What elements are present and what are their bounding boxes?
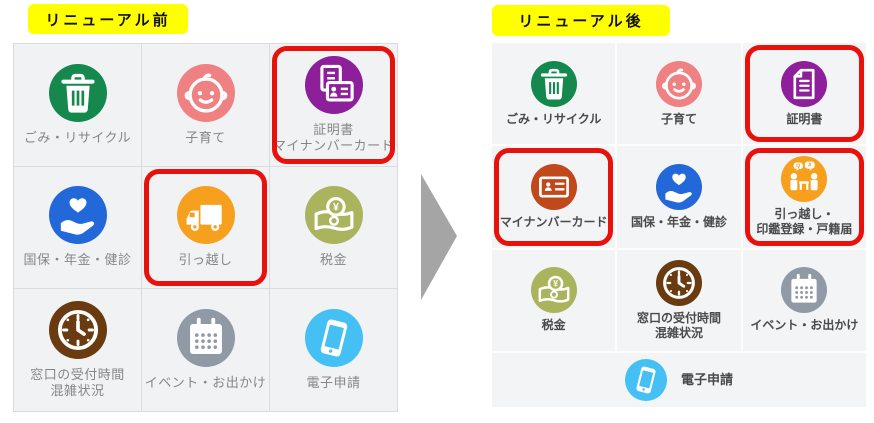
heart-hand-icon	[48, 186, 107, 245]
tile-label: 子育て	[660, 111, 697, 126]
tile-label: 証明書 マイナンバーカード	[272, 121, 395, 153]
money-icon: ¥	[304, 186, 363, 245]
trash-icon	[48, 63, 107, 122]
before-title: リニューアル前	[28, 4, 188, 34]
tile-label: 税金	[541, 318, 566, 333]
tile-event-odekake[interactable]: イベント・お出かけ	[142, 289, 269, 411]
money-icon: ¥	[530, 267, 577, 314]
svg-text:A: A	[808, 163, 812, 169]
trash-icon	[530, 60, 577, 107]
tile-madoguchi-uketsuke-jikan[interactable]: 窓口の受付時間 混雑状況	[617, 249, 741, 351]
tile-label: 引っ越し	[178, 252, 233, 268]
tile-label: 税金	[319, 252, 347, 268]
document-icon	[781, 60, 828, 107]
tile-kosodate[interactable]: 子育て	[142, 44, 269, 166]
tile-label: 窓口の受付時間 混雑状況	[30, 366, 125, 399]
truck-icon	[176, 186, 235, 245]
tile-zeikin[interactable]: ¥ 税金	[270, 166, 397, 289]
baby-icon	[655, 60, 702, 107]
svg-text:¥: ¥	[332, 202, 339, 214]
smartphone-icon	[624, 359, 667, 401]
tile-label: 電子申請	[306, 375, 361, 391]
tile-shomeisho[interactable]: 証明書	[742, 43, 866, 145]
tile-hikkoshi-inkan-koseki[interactable]: Q A 引っ越し・ 印鑑登録・戸籍届	[742, 146, 866, 248]
tile-kokuho-nenkin-kenshin[interactable]: 国保・年金・健診	[14, 166, 141, 289]
heart-hand-icon	[655, 163, 702, 210]
tile-label: マイナンバーカード	[499, 214, 608, 229]
tile-gomi-recycle[interactable]: ごみ・リサイクル	[14, 44, 141, 166]
tile-label: 国保・年金・健診	[23, 252, 132, 268]
tile-kosodate[interactable]: 子育て	[617, 43, 741, 145]
tile-label: ごみ・リサイクル	[505, 111, 602, 126]
clock-icon	[48, 300, 107, 359]
tile-label: 引っ越し・ 印鑑登録・戸籍届	[756, 207, 853, 237]
id-card-icon	[530, 163, 577, 210]
after-panel: ごみ・リサイクル 子育て	[492, 43, 866, 407]
svg-text:¥: ¥	[553, 279, 558, 289]
tile-zeikin[interactable]: ¥ 税金	[492, 249, 616, 351]
tile-denshi-shinsei[interactable]: 電子申請	[492, 353, 866, 407]
svg-text:Q: Q	[796, 164, 800, 170]
smartphone-icon	[304, 309, 363, 368]
tile-mynumber-card[interactable]: マイナンバーカード	[492, 146, 616, 248]
tile-label: イベント・お出かけ	[144, 375, 267, 391]
tile-denshi-shinsei[interactable]: 電子申請	[270, 289, 397, 411]
tile-label: 証明書	[786, 111, 823, 126]
after-title: リニューアル後	[492, 5, 670, 36]
calendar-icon	[781, 267, 828, 314]
tile-label: 窓口の受付時間 混雑状況	[636, 310, 721, 340]
tile-event-odekake[interactable]: イベント・お出かけ	[742, 249, 866, 351]
consultation-desk-icon: Q A	[781, 156, 828, 203]
certificate-mynumber-icon	[304, 55, 363, 114]
tile-label: イベント・お出かけ	[750, 318, 859, 333]
tile-label: 子育て	[185, 129, 226, 145]
baby-icon	[176, 63, 235, 122]
tile-label: ごみ・リサイクル	[23, 129, 132, 145]
tile-label: 電子申請	[680, 371, 733, 387]
tile-shomeisho-mynumber-card[interactable]: 証明書 マイナンバーカード	[270, 44, 397, 166]
calendar-icon	[176, 309, 235, 368]
tile-kokuho-nenkin-kenshin[interactable]: 国保・年金・健診	[617, 146, 741, 248]
after-grid: ごみ・リサイクル 子育て	[492, 43, 866, 351]
tile-gomi-recycle[interactable]: ごみ・リサイクル	[492, 43, 616, 145]
clock-icon	[655, 259, 702, 306]
tile-hikkoshi[interactable]: 引っ越し	[142, 166, 269, 289]
before-panel: ごみ・リサイクル 子育て	[13, 43, 398, 412]
tile-madoguchi-uketsuke-jikan[interactable]: 窓口の受付時間 混雑状況	[14, 289, 141, 411]
transition-arrow-icon	[421, 174, 457, 300]
tile-label: 国保・年金・健診	[630, 214, 727, 229]
